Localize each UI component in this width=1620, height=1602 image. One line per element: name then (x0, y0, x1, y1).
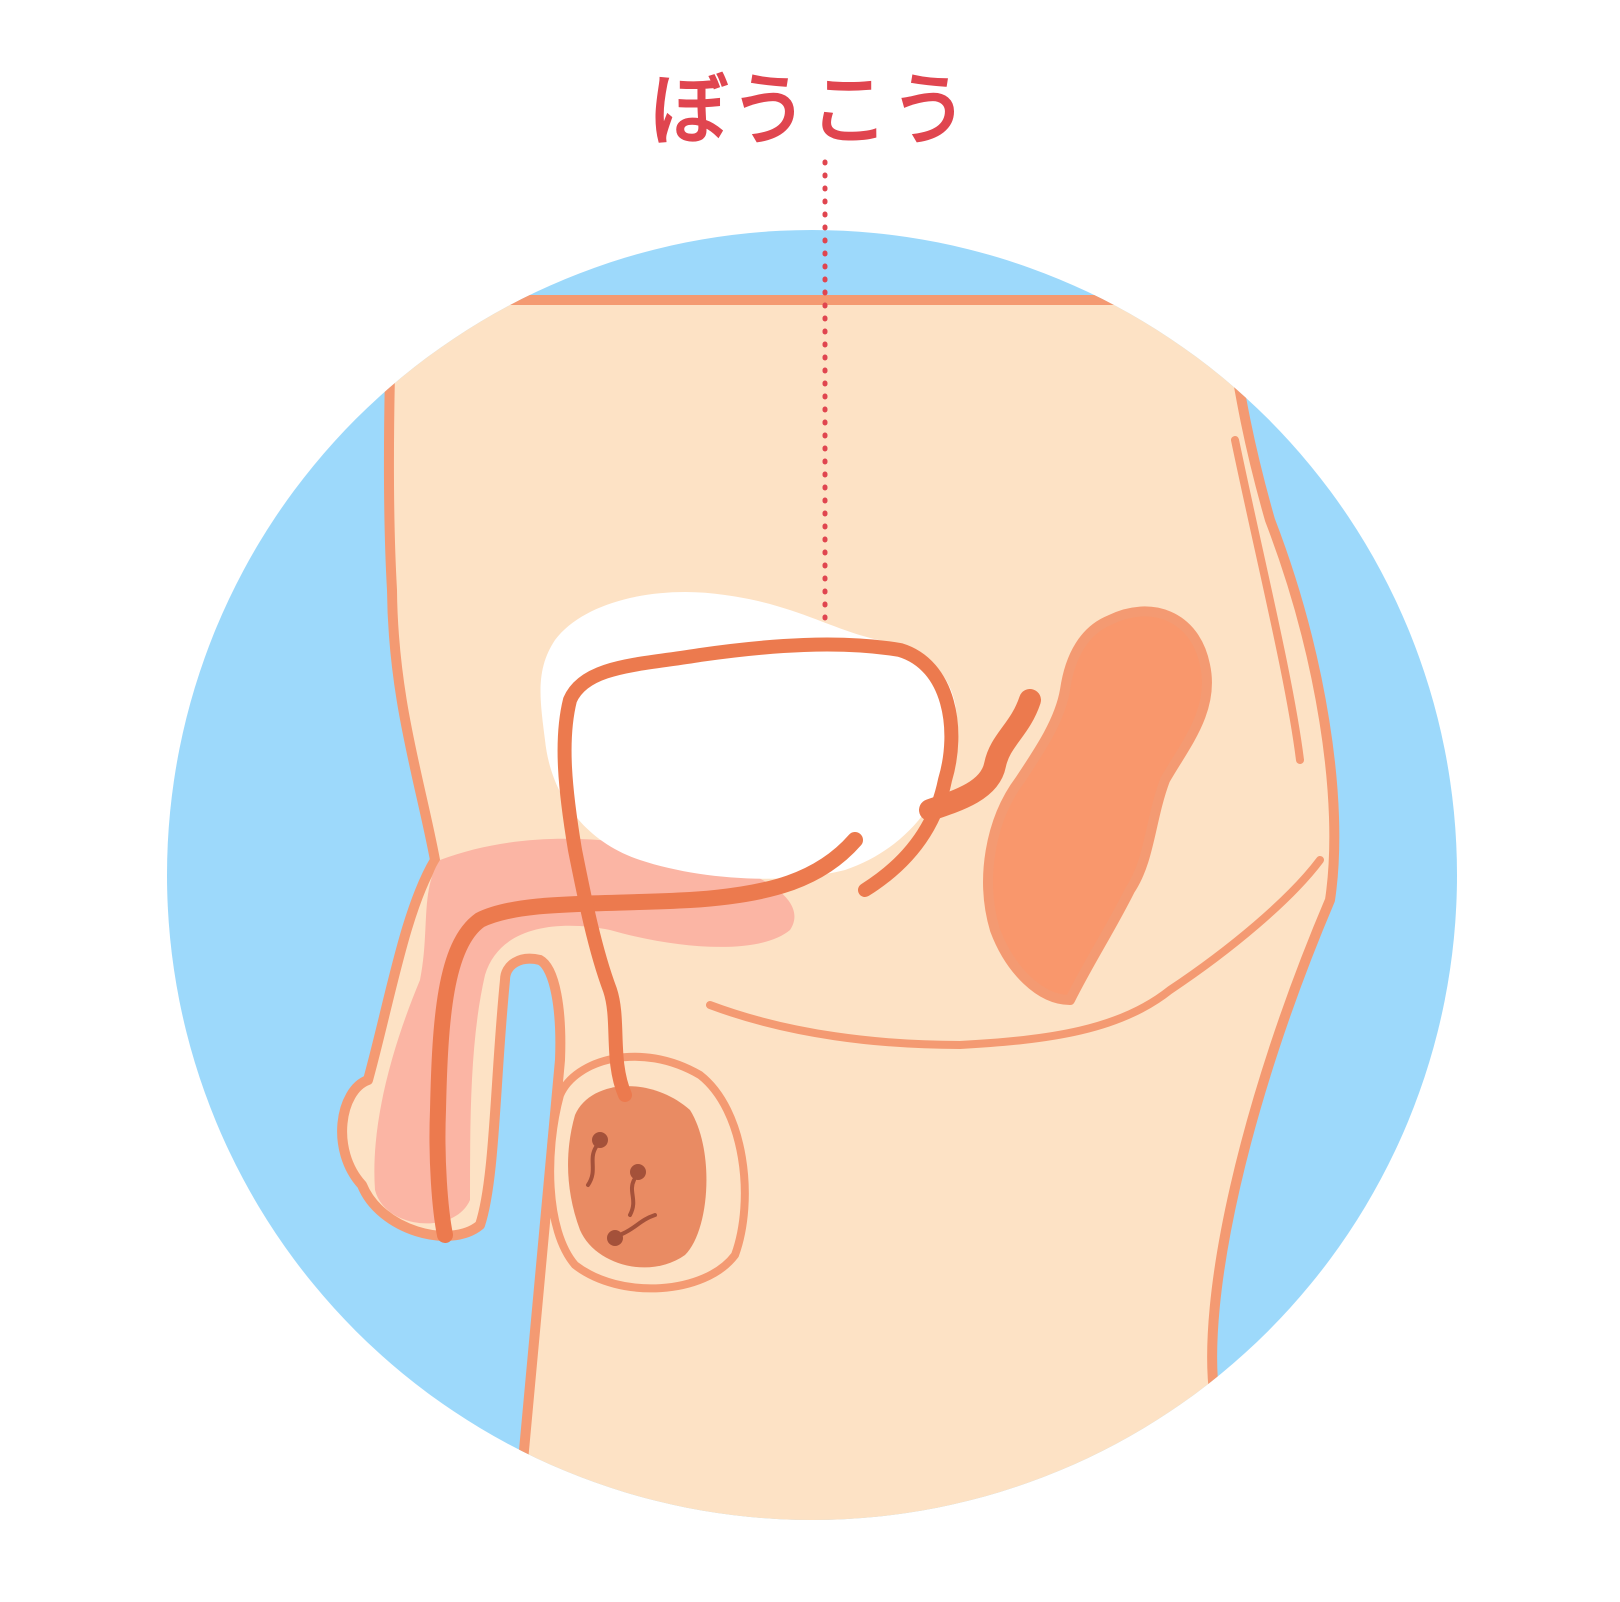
sperm-group (586, 1132, 657, 1246)
seminal-vesicle (919, 689, 1041, 821)
vas-deferens-duct (557, 637, 959, 1102)
abdomen-line (1231, 436, 1304, 764)
perineum-line (706, 856, 1324, 1050)
sperm (607, 1213, 657, 1246)
rectum (983, 606, 1212, 1005)
sperm (628, 1164, 646, 1217)
urethra (429, 832, 863, 1243)
penis-tissue (374, 838, 795, 1224)
sperm (586, 1132, 608, 1187)
bladder-label: ぼうこう (649, 66, 970, 156)
